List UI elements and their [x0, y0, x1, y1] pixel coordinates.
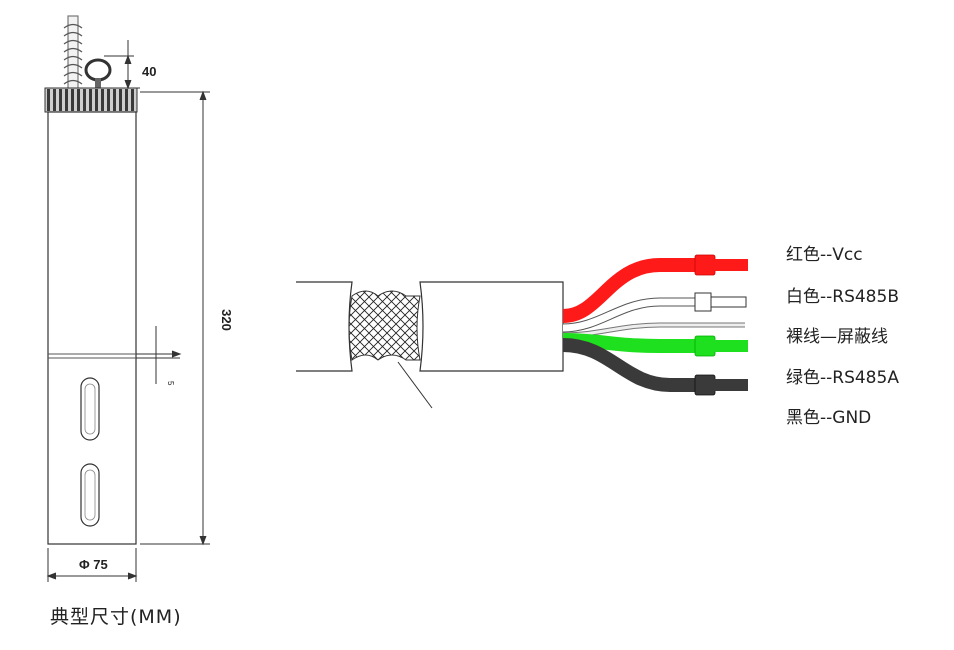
dimension-lines	[46, 40, 210, 582]
dim-top-height: 40	[142, 64, 156, 79]
cable-jacket-right	[419, 281, 564, 372]
dim-total-height: 320	[219, 309, 234, 331]
wire-label-green: 绿色--RS485A	[786, 368, 899, 388]
wire-label-white: 白色--RS485B	[786, 287, 899, 307]
lifting-ring	[84, 58, 112, 90]
cable-drawing	[296, 254, 748, 409]
slot-upper	[80, 377, 100, 441]
sensor-drawing	[44, 15, 138, 545]
cable-jacket-left	[296, 281, 353, 372]
wire-red	[562, 254, 748, 323]
wire-label-bare-shield: 裸线—屏蔽线	[786, 327, 888, 347]
wire-label-black: 黑色--GND	[786, 408, 872, 428]
caption: 典型尺寸(MM)	[50, 606, 182, 628]
dim-slot-note: 5	[166, 381, 175, 386]
slot-lower	[80, 463, 100, 527]
wire-label-red: 红色--Vcc	[786, 245, 863, 265]
cable-spring	[63, 15, 83, 97]
wire-black	[562, 338, 748, 396]
knurled-cap	[44, 87, 138, 113]
braided-shield	[348, 290, 421, 361]
wire-white	[562, 292, 747, 333]
dim-diameter: Φ 75	[79, 557, 108, 572]
